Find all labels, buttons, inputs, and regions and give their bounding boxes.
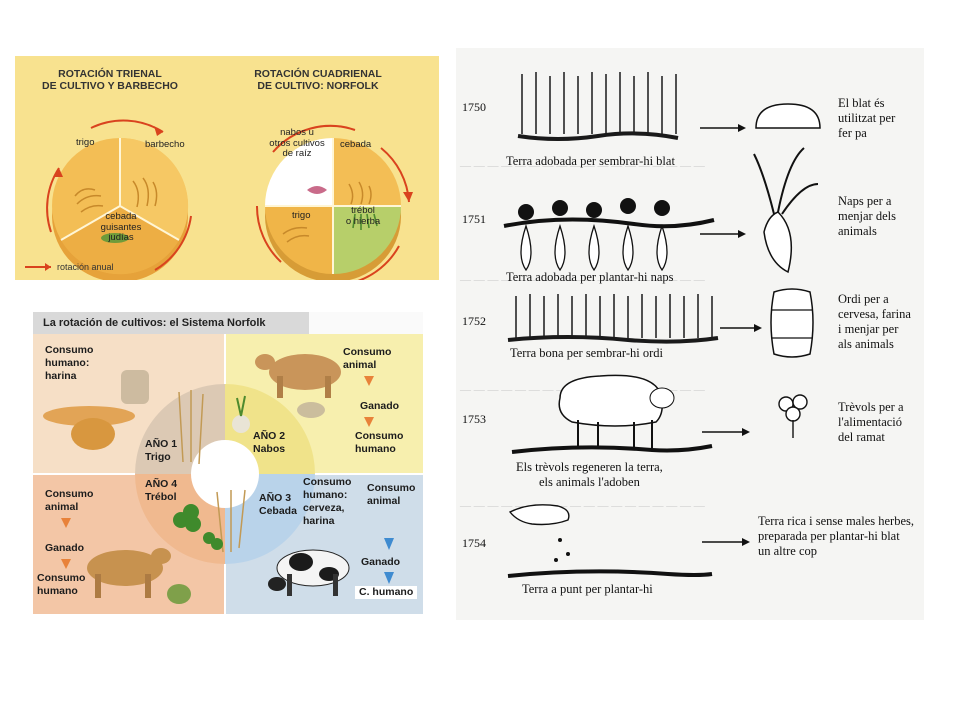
label-trebol-group: trébol o hierba <box>345 205 381 227</box>
barrel-icon <box>770 288 814 358</box>
br-arrow-1 <box>384 538 394 550</box>
caption-1754: Terra a punt per plantar-hi <box>522 582 653 596</box>
arrow-1750 <box>700 124 746 132</box>
label-trigo: trigo <box>76 137 95 148</box>
label-cebada-q: cebada <box>340 139 372 150</box>
turnip-row-1751 <box>503 198 715 272</box>
bl-arrow-1 <box>61 518 71 528</box>
triennial-title: ROTACIÓN TRIENAL DE CULTIVO Y BARBECHO <box>42 68 178 92</box>
bl-arrow-2 <box>61 559 71 569</box>
norfolk-background <box>33 334 423 614</box>
tl-consumo-harina: Consumo humano: harina <box>45 344 94 382</box>
bl-consumo-humano: Consumo humano <box>37 572 86 597</box>
clover-icon <box>173 504 223 550</box>
year2-label: AÑO 2 Nabos <box>253 430 286 455</box>
barley-row-1752 <box>507 294 719 344</box>
label-barbecho: barbecho <box>145 139 185 150</box>
caption-1750: Terra adobada per sembrar-hi blat <box>506 154 675 168</box>
cow-icon <box>255 354 341 398</box>
hand-sowing-icon <box>507 504 713 578</box>
big-turnip-icon <box>753 147 819 274</box>
br-consumo-animal: Consumo animal <box>367 482 416 507</box>
timeline-drawings <box>503 72 821 578</box>
caption-1751: Terra adobada per plantar-hi naps <box>506 270 674 284</box>
result-1750: El blat és utilitzat per fer pa <box>838 96 896 140</box>
year1-label: AÑO 1 Trigo <box>145 438 178 463</box>
year4-label: AÑO 4 Trébol <box>145 478 178 503</box>
arrow-1754 <box>702 538 750 546</box>
result-1751: Naps per a menjar dels animals <box>838 194 896 238</box>
result-1754: Terra rica i sense males herbes, prepara… <box>758 514 914 558</box>
holstein-cow-icon <box>268 549 350 596</box>
tr-consumo-animal: Consumo animal <box>343 346 392 371</box>
year-1753: 1753 <box>462 412 486 426</box>
br-c-humano: C. humano <box>355 586 418 599</box>
clover-sprout-icon <box>778 394 808 438</box>
tr-arrow-2 <box>364 417 374 427</box>
br-ganado: Ganado <box>361 556 401 568</box>
cow-icon-2 <box>87 548 171 598</box>
result-1753: Trèvols per a l'alimentació del ramat <box>838 400 904 444</box>
year3-label: AÑO 3 Cebada <box>259 492 297 517</box>
label-cebada-group: cebada guisantes judías <box>100 211 142 243</box>
grain-sack-icon <box>297 402 325 418</box>
norfolk-wheel <box>135 384 315 564</box>
quadrennial-title: ROTACIÓN CUADRIENAL DE CULTIVO: NORFOLK <box>254 68 382 92</box>
pea-pod-icon <box>101 233 129 243</box>
year-1751: 1751 <box>462 212 486 226</box>
result-1752: Ordi per a cervesa, farina i menjar per … <box>838 292 911 351</box>
bl-consumo-animal: Consumo animal <box>45 488 94 513</box>
quadrennial-wheel <box>255 124 413 280</box>
year-1754: 1754 <box>462 536 486 550</box>
turnip-icon <box>232 415 250 433</box>
norfolk-title: La rotación de cultivos: el Sistema Norf… <box>33 312 309 334</box>
bread-icon <box>755 103 821 129</box>
flour-sack-icon <box>121 370 149 404</box>
year-1750: 1750 <box>462 100 486 114</box>
br-arrow-2 <box>384 572 394 584</box>
norfolk-system-panel: La rotación de cultivos: el Sistema Norf… <box>33 312 423 614</box>
label-trigo-q: trigo <box>292 210 311 221</box>
tr-arrow-1 <box>364 376 374 386</box>
wheat-row-1750 <box>517 72 679 141</box>
crop-rotation-comparison-panel: ROTACIÓN TRIENAL DE CULTIVO Y BARBECHO R… <box>15 56 439 280</box>
label-nabos-group: nabos u otros cultivos de raíz <box>269 127 325 159</box>
feed-bucket-icon <box>167 584 191 604</box>
arrow-1753 <box>702 428 750 436</box>
bread-icon <box>43 406 135 450</box>
bl-ganado: Ganado <box>45 542 85 554</box>
year-1752: 1752 <box>462 314 486 328</box>
arrow-1751 <box>700 230 746 238</box>
arrow-1752 <box>720 324 762 332</box>
sheep-icon <box>511 374 713 454</box>
turnip-icon <box>307 186 327 194</box>
bm-consumo-cerveza: Consumo humano: cerveza, harina <box>303 476 352 527</box>
rotation-wheels <box>25 119 413 280</box>
triennial-wheel <box>46 119 192 280</box>
tr-ganado: Ganado <box>360 400 400 412</box>
legend-label: rotación anual <box>57 262 114 272</box>
caption-1753: Els trèvols regeneren la terra, els anim… <box>516 460 663 489</box>
caption-1752: Terra bona per sembrar-hi ordi <box>510 346 663 360</box>
catalan-rotation-timeline-panel: — — — — — — — — — — — — — — — — — — — — … <box>456 48 924 620</box>
tr-consumo-humano: Consumo humano <box>355 430 404 455</box>
